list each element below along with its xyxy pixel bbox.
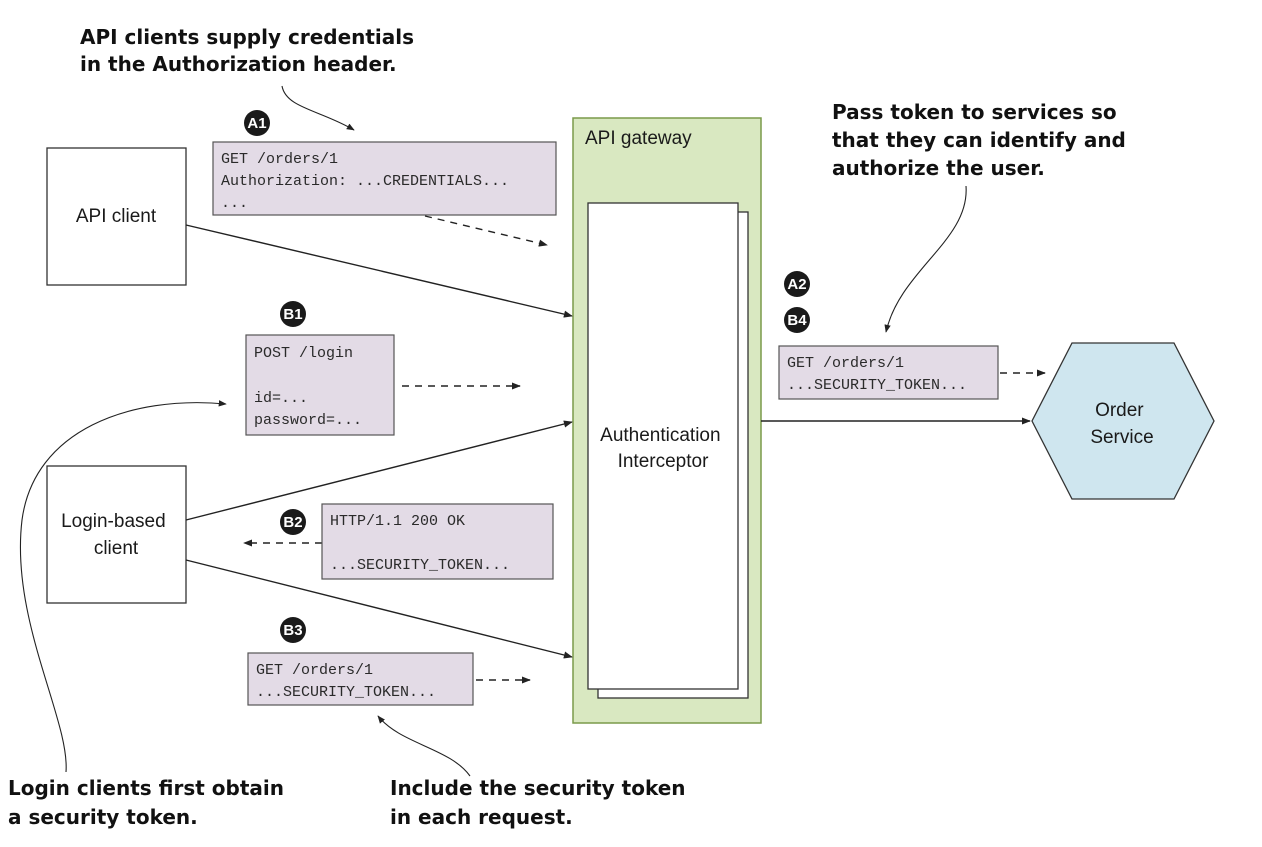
svg-text:B1: B1 [283, 306, 302, 323]
login-client-request-arrow [185, 559, 573, 659]
api-gateway-label: API gateway [585, 128, 692, 149]
svg-text:B3: B3 [283, 622, 302, 639]
login-client-login-arrow [185, 420, 573, 521]
api-client-to-gateway-arrow [185, 224, 573, 318]
login-client-box [46, 465, 187, 604]
order-service-label: Order Service [1090, 400, 1153, 448]
authentication-interceptor-label: Authentication Interceptor [600, 425, 726, 472]
note-pass-token-pointer [884, 185, 967, 333]
note-pass-token: Pass token to services so that they can … [832, 100, 1133, 180]
svg-text:A1: A1 [247, 115, 266, 132]
badge-b1: B1 [280, 301, 306, 327]
api-client-box [46, 147, 187, 286]
message-a1 [212, 141, 557, 216]
message-b3-text: GET /orders/1 ...SECURITY_TOKEN... [0, 0, 463, 701]
message-b2 [321, 503, 554, 580]
badge-b2: B2 [280, 509, 306, 535]
a1-flow-arrow [424, 215, 548, 247]
api-client-label: API client [76, 206, 157, 227]
message-b1 [245, 334, 395, 436]
badge-b4: B4 [784, 307, 810, 333]
note-include-token-pointer [377, 715, 471, 777]
note-login-clients-pointer [19, 400, 227, 773]
order-service [1031, 342, 1215, 500]
message-b2-text: HTTP/1.1 200 OK ...SECURITY_TOKEN... [0, 0, 555, 574]
note-api-clients-pointer [281, 85, 355, 131]
message-forward [778, 345, 999, 400]
note-include-token: Include the security token in each reque… [390, 776, 692, 829]
login-client-label: Login-based client [61, 511, 171, 559]
badge-a2: A2 [784, 271, 810, 297]
svg-text:B4: B4 [787, 312, 807, 329]
svg-text:A2: A2 [787, 276, 806, 293]
message-b1-text: POST /login id=... password=... [0, 0, 443, 429]
authentication-interceptor [587, 202, 739, 690]
message-forward-text: GET /orders/1 ...SECURITY_TOKEN... [0, 0, 994, 394]
note-login-clients: Login clients first obtain a security to… [8, 776, 291, 829]
message-b3 [247, 652, 474, 706]
svg-text:B2: B2 [283, 514, 302, 531]
badge-b3: B3 [280, 617, 306, 643]
badge-a1: A1 [244, 110, 270, 136]
note-api-clients: API clients supply credentials in the Au… [80, 25, 421, 76]
message-a1-text: GET /orders/1 Authorization: ...CREDENTI… [0, 0, 554, 212]
